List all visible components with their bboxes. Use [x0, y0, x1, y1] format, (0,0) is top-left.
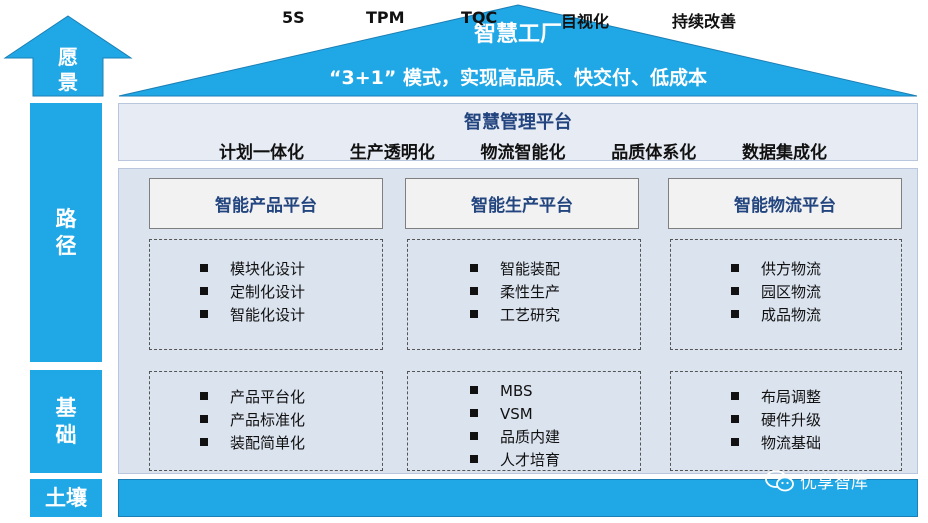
vision-label: 愿景	[58, 45, 78, 94]
foundation-item: 目视化	[561, 12, 610, 31]
wechat-icon	[765, 469, 794, 491]
soil-label-block: 土壤	[30, 479, 102, 517]
logistics-path-box: 供方物流 园区物流 成品物流	[670, 239, 902, 350]
list-item: 模块化设计	[200, 258, 305, 281]
list-item: 布局调整	[731, 386, 821, 409]
product-base-box: 产品平台化 产品标准化 装配简单化	[149, 371, 383, 471]
foundation-item: 5S	[282, 8, 305, 27]
production-path-box: 智能装配 柔性生产 工艺研究	[407, 239, 641, 350]
management-platform: 智慧管理平台 计划一体化 生产透明化 物流智能化 品质体系化 数据集成化	[118, 103, 918, 163]
list-item: 园区物流	[731, 281, 821, 304]
watermark: 优享智库	[765, 468, 868, 493]
management-items: 计划一体化 生产透明化 物流智能化 品质体系化 数据集成化	[219, 138, 827, 163]
foundation-item: TQC	[461, 8, 498, 27]
list-item: 智能装配	[470, 258, 560, 281]
list-item: 供方物流	[731, 258, 821, 281]
list-item: 产品标准化	[200, 409, 305, 432]
foundation-item: TPM	[366, 8, 405, 27]
management-title: 智慧管理平台	[464, 112, 572, 133]
roof-title: 智慧工厂	[473, 22, 562, 47]
vision-arrow	[3, 15, 133, 97]
list-item: 工艺研究	[470, 304, 560, 327]
management-item: 生产透明化	[349, 143, 435, 163]
logistics-base-box: 布局调整 硬件升级 物流基础	[670, 371, 902, 471]
list-item: 装配简单化	[200, 432, 305, 455]
management-item: 数据集成化	[742, 143, 827, 163]
management-item: 品质体系化	[611, 143, 697, 163]
list-item: 定制化设计	[200, 281, 305, 304]
list-item: 成品物流	[731, 304, 821, 327]
base-label-block: 基础	[30, 370, 102, 473]
roof-subtitle: “3+1” 模式，实现高品质、快交付、低成本	[329, 67, 707, 89]
soil-label: 土壤	[45, 485, 87, 510]
list-item: VSM	[470, 403, 560, 426]
list-item: 物流基础	[731, 432, 821, 455]
platform-product-title: 智能产品平台	[149, 178, 383, 229]
foundation-band	[118, 479, 918, 517]
management-item: 计划一体化	[219, 143, 304, 163]
list-item: 产品平台化	[200, 386, 305, 409]
list-item: 品质内建	[470, 426, 560, 449]
production-base-box: MBS VSM 品质内建 人才培育	[407, 371, 641, 471]
path-label-block: 路径	[30, 103, 102, 362]
foundation-item: 持续改善	[672, 12, 737, 31]
platform-production-title: 智能生产平台	[405, 178, 639, 229]
product-path-box: 模块化设计 定制化设计 智能化设计	[149, 239, 383, 350]
path-label: 路径	[55, 207, 77, 258]
management-item: 物流智能化	[480, 143, 566, 163]
list-item: 柔性生产	[470, 281, 560, 304]
list-item: MBS	[470, 380, 560, 403]
base-label: 基础	[55, 396, 77, 447]
roof	[118, 4, 918, 97]
list-item: 硬件升级	[731, 409, 821, 432]
watermark-text: 优享智库	[800, 473, 868, 493]
list-item: 人才培育	[470, 449, 560, 472]
platform-logistics-title: 智能物流平台	[668, 178, 902, 229]
list-item: 智能化设计	[200, 304, 305, 327]
